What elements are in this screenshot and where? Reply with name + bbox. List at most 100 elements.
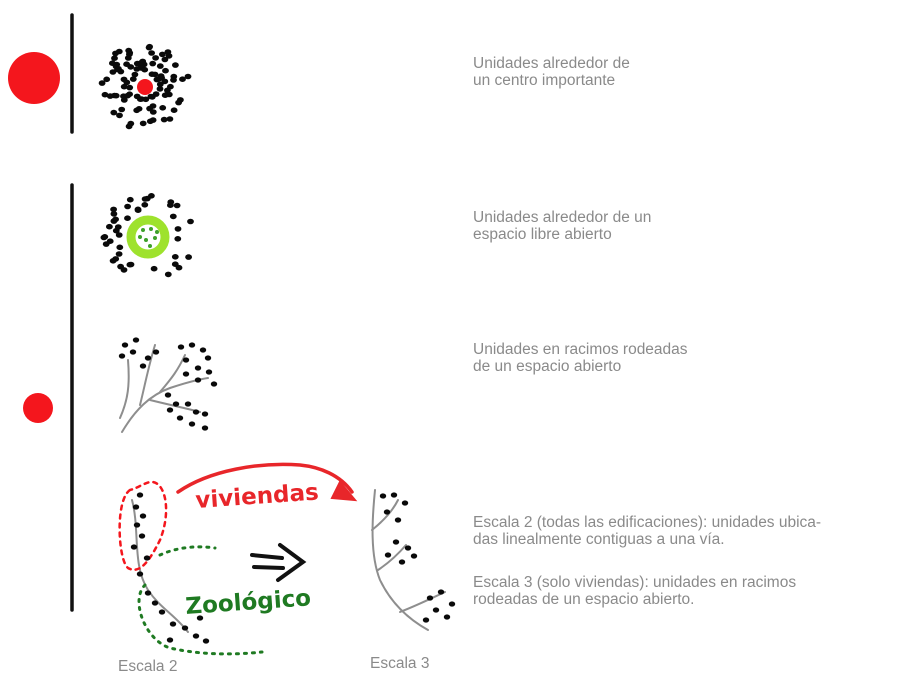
unit-dot — [127, 261, 135, 268]
unit-dot — [101, 234, 109, 240]
unit-dot — [379, 493, 387, 499]
unit-dot — [204, 355, 212, 361]
unit-dot — [116, 244, 124, 251]
unit-dot — [196, 615, 204, 621]
unit-dot — [392, 539, 400, 545]
unit-dot — [164, 392, 172, 398]
branch-cluster-sketch — [119, 344, 209, 433]
unit-dot — [177, 344, 185, 350]
unit-dot — [125, 47, 133, 54]
unit-dot — [146, 105, 154, 112]
unit-dot — [164, 49, 172, 55]
unit-dot — [144, 355, 152, 361]
unit-dot — [179, 76, 186, 82]
unit-dot — [151, 600, 159, 606]
unit-dot — [115, 251, 123, 257]
unit-dot — [176, 415, 184, 421]
unit-dot — [142, 96, 150, 103]
unit-dot — [174, 236, 182, 242]
unit-dot — [192, 409, 200, 415]
unit-dot — [133, 60, 141, 67]
unit-dot — [181, 625, 189, 631]
unit-dot — [148, 50, 156, 56]
unit-dot — [160, 116, 168, 123]
unit-dot — [139, 120, 147, 127]
unit-dot — [149, 60, 157, 67]
unit-dot — [149, 117, 157, 123]
unit-dot — [172, 401, 180, 407]
open-space-inner-dot — [153, 236, 157, 240]
unit-dot — [157, 73, 165, 79]
open-space-ring — [126, 215, 170, 259]
unit-dot — [133, 66, 141, 72]
unit-dot — [169, 213, 177, 220]
unit-dot — [143, 195, 151, 202]
unit-dot — [202, 638, 210, 644]
important-center-dot — [137, 79, 153, 95]
unit-dot — [110, 109, 118, 116]
open-space-inner-dot — [138, 235, 142, 239]
unit-dot — [170, 77, 177, 83]
unit-dot — [173, 202, 181, 209]
unit-dot — [102, 241, 110, 247]
unit-dot — [156, 86, 164, 92]
unit-dot — [147, 93, 155, 100]
unit-dot — [118, 353, 126, 359]
unit-dot — [166, 407, 174, 413]
unit-dot — [199, 347, 207, 353]
unit-dot — [101, 91, 109, 98]
unit-dot — [106, 93, 114, 99]
unit-dot — [432, 607, 440, 613]
unit-dot — [150, 265, 158, 272]
unit-dot — [123, 79, 131, 86]
unit-dot — [422, 617, 430, 623]
scale3-unit-dots — [379, 492, 456, 623]
unit-dot — [437, 589, 445, 595]
unit-dot — [129, 349, 137, 355]
caption-open-space: Unidades alrededor de un espacio libre a… — [473, 209, 652, 243]
unit-dot — [132, 337, 140, 343]
branch-cluster-dots — [118, 337, 218, 431]
unit-dot — [127, 64, 135, 70]
unit-dot — [133, 522, 141, 528]
unit-dot — [135, 106, 143, 112]
unit-dot — [112, 256, 120, 262]
viviendas-label: viviendas — [195, 479, 320, 514]
unit-dot — [426, 595, 434, 601]
unit-dot — [134, 206, 142, 213]
caption-racimos: Unidades en racimos rodeadas de un espac… — [473, 341, 688, 375]
large-red-marker — [8, 52, 60, 104]
unit-dot — [144, 590, 152, 596]
scale2-unit-dots — [130, 492, 210, 644]
unit-dot — [112, 50, 119, 57]
units-around-center-sketch — [98, 43, 192, 130]
unit-dot — [130, 544, 138, 550]
unit-dot — [131, 71, 139, 78]
open-space-inner-dot — [148, 244, 152, 248]
unit-dot — [171, 253, 179, 260]
unit-dot — [124, 92, 131, 99]
unit-dot — [161, 56, 169, 63]
unit-dot — [136, 571, 144, 577]
unit-dot — [187, 218, 194, 225]
unit-dot — [194, 377, 202, 383]
scale2-label: Escala 2 — [118, 658, 178, 675]
unit-dot — [161, 78, 169, 85]
unit-dot — [110, 206, 117, 213]
open-space-inner-dot — [155, 230, 159, 234]
unit-dot — [164, 271, 172, 278]
unit-dot — [443, 614, 451, 620]
unit-dot — [394, 517, 402, 523]
open-space-inner-dots — [138, 227, 159, 248]
unit-dot — [171, 261, 179, 268]
open-space-inner-dot — [144, 238, 148, 242]
unit-dot — [188, 421, 196, 427]
unit-dot — [383, 509, 391, 515]
open-space-inner-dot — [141, 228, 145, 232]
unit-dot — [109, 60, 116, 66]
unit-dot — [139, 513, 147, 519]
unit-dot — [185, 254, 193, 260]
unit-dot — [188, 342, 196, 348]
units-around-open-space-sketch — [100, 193, 194, 278]
